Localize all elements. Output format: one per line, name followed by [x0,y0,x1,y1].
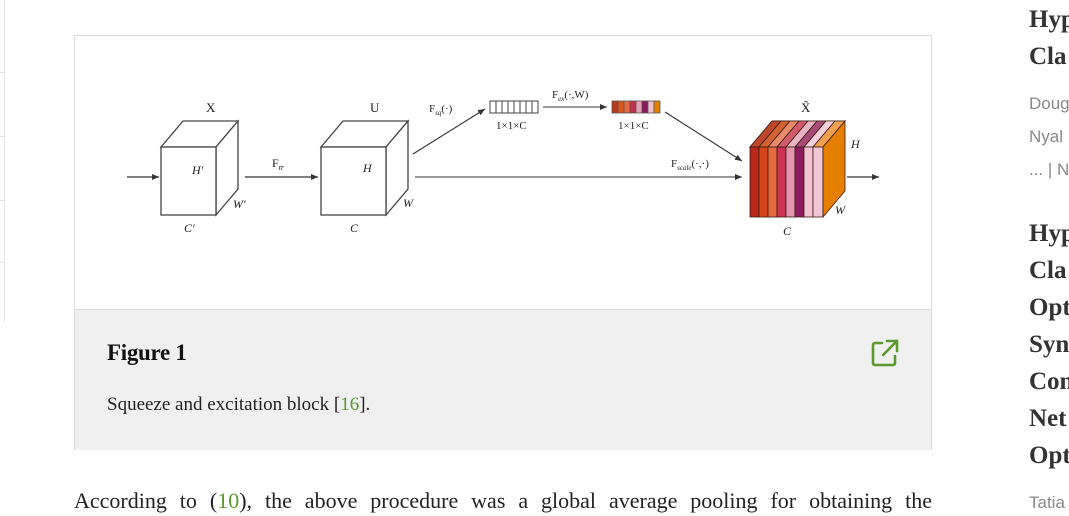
related-article-1-title-line1[interactable]: Hyp [1029,6,1069,33]
caption-end: ]. [359,394,371,415]
related-article-1-meta-line3: ... | N [1029,160,1069,179]
related-article-1-author-line2: Nyal [1029,127,1064,146]
label-h-prime: H′ [191,163,204,177]
excitation-vector [611,100,661,114]
label-w: W [403,196,414,210]
label-c-prime: C′ [184,221,195,235]
related-article-2-title-line6[interactable]: Net [1029,405,1067,432]
related-article-1-author-line1: Doug [1029,94,1069,113]
label-x-tilde: X̃ [801,100,811,115]
related-article-2-title-line4[interactable]: Syn [1029,331,1069,358]
body-text-after: ), the above procedure was a global aver… [239,488,933,513]
related-article-2-title-line7[interactable]: Opt [1029,442,1069,469]
caption-reference-link[interactable]: 16 [340,394,360,415]
label-fscale: Fscale(·,·) [671,158,709,172]
label-vec2: 1×1×C [618,120,649,132]
cube-x [159,119,240,217]
label-h-out: H [850,137,861,151]
figure-container: X H′ W′ C′ Ftr U H W C Fsq(·) [74,35,932,450]
scale-weight-arrow [664,111,743,162]
label-fsq: Fsq(·) [429,103,453,117]
label-vec1: 1×1×C [496,120,527,132]
body-paragraph: According to (10), the above procedure w… [74,486,932,516]
external-link-icon[interactable] [869,337,901,369]
squeeze-vector [489,100,539,114]
figure-image[interactable]: X H′ W′ C′ Ftr U H W C Fsq(·) [75,36,931,308]
caption-text: Squeeze and excitation block [ [107,394,341,415]
body-reference-link[interactable]: 10 [217,488,240,513]
left-rail [0,0,5,322]
figure-caption-area: Figure 1 Squeeze and excitation block [1… [75,309,931,450]
related-article-2-title-line2[interactable]: Cla [1029,257,1067,284]
fsq-arrow [412,108,486,155]
related-article-2-author-line1: Tatia [1029,493,1065,512]
label-c-out: C [783,224,792,238]
body-text-before: According to ( [74,488,218,513]
label-w-out: W [835,203,846,217]
figure-title: Figure 1 [107,340,187,365]
cube-x-tilde [749,119,846,219]
related-article-2-title-line3[interactable]: Opt [1029,294,1069,321]
label-h: H [362,161,373,175]
label-ftr: Ftr [272,156,285,172]
related-article-2-title-line5[interactable]: Con [1029,368,1069,395]
cube-u [319,119,410,217]
related-article-1-title-line2[interactable]: Cla [1029,43,1067,70]
label-w-prime: W′ [233,197,246,211]
related-article-2-title-line1[interactable]: Hyp [1029,220,1069,247]
label-x: X [206,100,216,115]
figure-caption: Squeeze and excitation block [16]. [107,394,370,416]
label-c: C [350,221,359,235]
label-fex: Fex(·,W) [552,89,589,103]
related-articles-sidebar: Hyp Cla Doug Nyal ... | N Hyp Cla Opt Sy… [1029,0,1069,512]
label-u: U [370,100,380,115]
se-block-diagram: X H′ W′ C′ Ftr U H W C Fsq(·) [127,89,879,238]
